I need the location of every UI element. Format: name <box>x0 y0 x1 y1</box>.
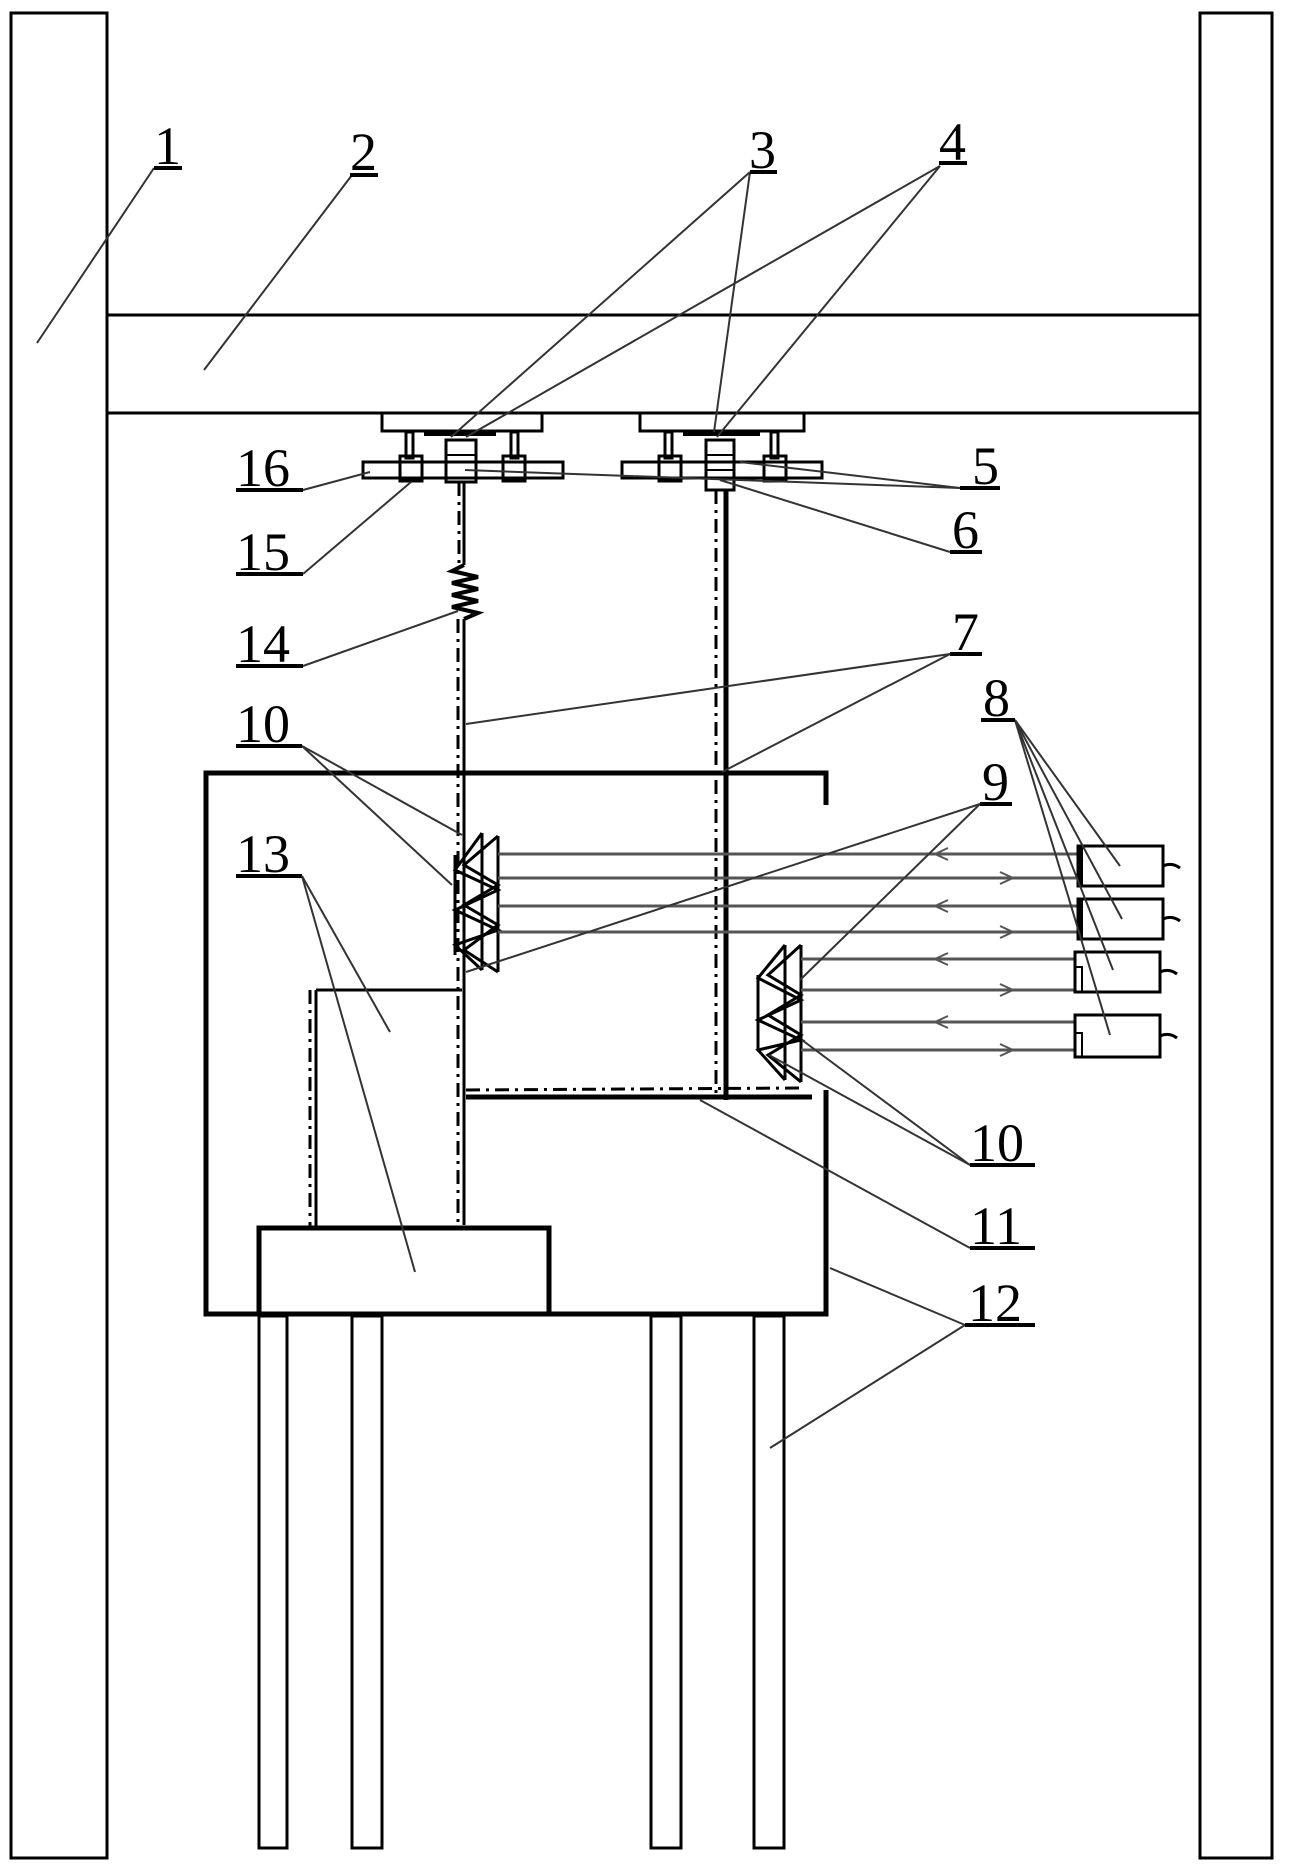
platform-11 <box>465 1086 812 1100</box>
leader-lines <box>36 165 1123 1449</box>
right-crossbar <box>620 460 824 480</box>
pile <box>752 1314 786 1850</box>
left-crossbar <box>361 460 565 480</box>
right-suspension-wire <box>714 490 729 1100</box>
arrow-right-icon <box>999 1043 1016 1057</box>
laser-sensor <box>1076 844 1181 888</box>
right-mount-plate <box>638 411 806 433</box>
pile <box>350 1314 384 1850</box>
label-10-left: 10 <box>236 694 290 754</box>
laser-beams <box>498 852 1077 1052</box>
left-slider-block <box>501 454 527 483</box>
pile <box>649 1314 683 1850</box>
left-center-clamp-6 <box>444 438 478 484</box>
label-15: 15 <box>236 522 290 582</box>
label-14: 14 <box>236 614 290 674</box>
label-9: 9 <box>982 752 1009 812</box>
label-11: 11 <box>970 1196 1022 1256</box>
label-5: 5 <box>972 436 999 496</box>
label-underlines <box>154 161 1035 1327</box>
label-10-right: 10 <box>970 1113 1024 1173</box>
block-13 <box>256 988 552 1317</box>
spring-14 <box>446 563 485 621</box>
right-column <box>1198 11 1274 1860</box>
right-hanger-assembly <box>620 411 824 492</box>
arrow-left-icon <box>932 952 949 966</box>
piles <box>257 1314 786 1850</box>
label-13: 13 <box>236 824 290 884</box>
arrow-right-icon <box>999 925 1016 939</box>
label-8: 8 <box>983 668 1010 728</box>
label-4: 4 <box>939 112 966 172</box>
reference-labels: 1 2 3 4 5 6 7 8 9 10 10 11 12 13 14 15 1… <box>154 112 1024 1333</box>
arrow-right-icon <box>999 871 1016 885</box>
label-12: 12 <box>968 1273 1022 1333</box>
label-2: 2 <box>350 122 377 182</box>
arrow-left-icon <box>932 1015 949 1029</box>
left-slider-block-15 <box>398 454 424 483</box>
left-reflector-group <box>451 832 502 974</box>
container-12 <box>203 770 829 1317</box>
arrow-right-icon <box>999 983 1016 997</box>
label-1: 1 <box>154 116 181 176</box>
beam-direction-arrows <box>932 847 1016 1057</box>
arrow-left-icon <box>932 847 949 861</box>
label-6: 6 <box>952 500 979 560</box>
laser-sensor <box>1076 897 1181 941</box>
left-column <box>9 11 109 1860</box>
laser-sensors <box>1073 844 1181 1059</box>
right-reflector-group <box>754 943 806 1084</box>
label-16: 16 <box>236 438 290 498</box>
laser-sensor <box>1073 950 1178 994</box>
label-7: 7 <box>952 602 979 662</box>
right-center-clamp-6 <box>704 438 736 492</box>
pile <box>257 1314 289 1850</box>
label-3: 3 <box>749 120 776 180</box>
left-hanger-assembly <box>361 411 565 484</box>
laser-sensor <box>1073 1013 1178 1059</box>
arrow-left-icon <box>932 899 949 913</box>
